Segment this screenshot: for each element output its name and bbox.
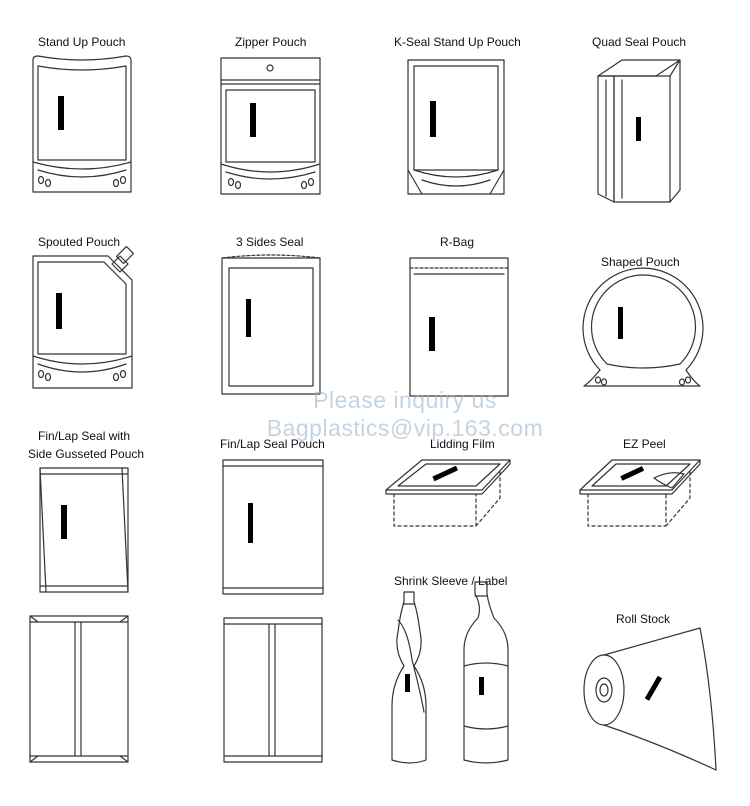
- label-quad-seal-pouch: Quad Seal Pouch: [592, 35, 687, 49]
- zipper-pouch-illustration: [220, 57, 321, 195]
- lidding-film-illustration: [385, 459, 511, 527]
- label-fin-lap-seal-pouch: Fin/Lap Seal Pouch: [220, 437, 325, 451]
- roll-stock-illustration: [583, 627, 717, 771]
- label-spouted-pouch: Spouted Pouch: [38, 235, 121, 249]
- quad-seal-pouch-illustration: [597, 59, 681, 203]
- label-shrink-sleeve-label: Shrink Sleeve / Label: [394, 574, 508, 588]
- label-lidding-film: Lidding Film: [430, 437, 495, 451]
- k-seal-pouch-illustration: [407, 59, 505, 195]
- label-stand-up-pouch: Stand Up Pouch: [38, 35, 126, 49]
- label-roll-stock: Roll Stock: [616, 612, 671, 626]
- label-k-seal-stand-up-pouch: K-Seal Stand Up Pouch: [394, 35, 521, 49]
- label-shaped-pouch: Shaped Pouch: [601, 255, 680, 269]
- shrink-sleeve-bottles-illustration: [391, 581, 509, 764]
- fin-lap-seal-pouch-illustration: [222, 459, 324, 595]
- gusseted-pouch-back-illustration: [29, 615, 129, 763]
- label-three-sides-seal: 3 Sides Seal: [236, 235, 304, 249]
- stand-up-pouch-illustration: [32, 55, 132, 193]
- r-bag-illustration: [409, 257, 509, 397]
- shaped-pouch-illustration: [582, 267, 704, 387]
- label-r-bag: R-Bag: [440, 235, 475, 249]
- fin-lap-pouch-back-illustration: [223, 617, 323, 763]
- label-fin-lap-gusseted-line2: Side Gusseted Pouch: [28, 447, 145, 461]
- label-fin-lap-gusseted-line1: Fin/Lap Seal with: [38, 429, 131, 443]
- spouted-pouch-illustration: [32, 245, 135, 389]
- three-sides-seal-illustration: [221, 254, 321, 395]
- watermark-line1: Please inquiry us: [313, 387, 497, 413]
- gusseted-pouch-illustration: [39, 467, 129, 593]
- ez-peel-illustration: [579, 459, 701, 527]
- watermark-line2: Bagplastics@vip.163.com: [266, 415, 544, 441]
- label-zipper-pouch: Zipper Pouch: [235, 35, 307, 49]
- label-ez-peel: EZ Peel: [623, 437, 666, 451]
